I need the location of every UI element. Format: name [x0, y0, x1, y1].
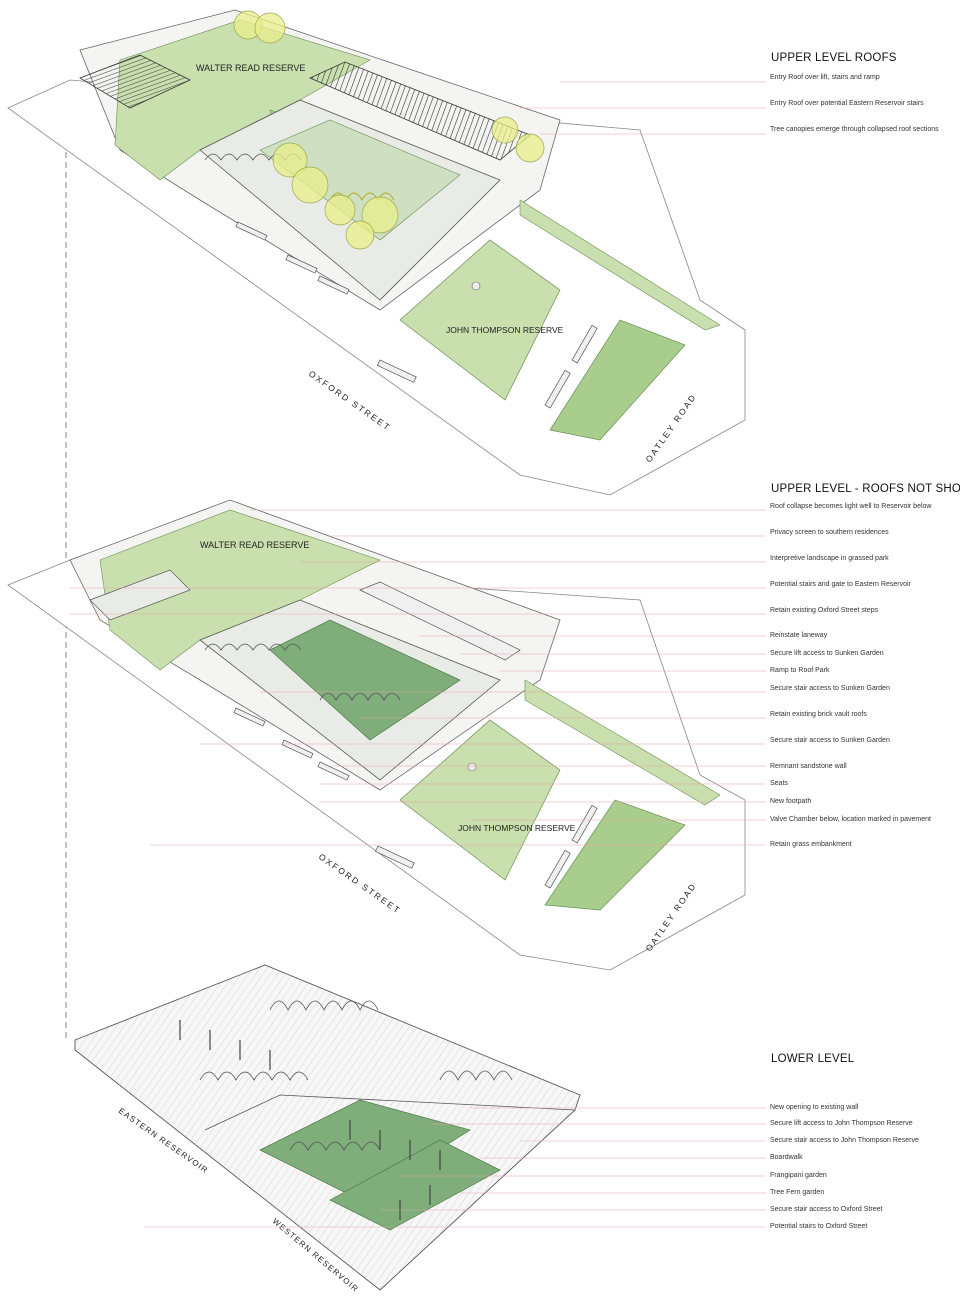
seats-1 [235, 221, 598, 409]
note-entry-roof-eastern: Entry Roof over potential Eastern Reserv… [770, 100, 924, 107]
tree-canopies [233, 10, 545, 250]
john-thompson-reserve-1 [399, 239, 561, 401]
note-seats: Seats [770, 780, 788, 787]
note-lift-sunken-garden: Secure lift access to Sunken Garden [770, 650, 884, 657]
note-stair-sunken-garden-2: Secure stair access to Sunken Garden [770, 737, 890, 744]
note-ramp-roof-park: Ramp to Roof Park [770, 667, 830, 674]
valve-marker-2 [467, 762, 477, 772]
lower-arches [199, 1000, 513, 1151]
valve-marker [471, 281, 481, 291]
embankment-strip [519, 199, 721, 331]
arches-south-2 [319, 692, 401, 701]
seats-2 [233, 707, 598, 889]
note-sandstone-wall: Remnant sandstone wall [770, 763, 847, 770]
note-lift-john-thompson: Secure lift access to John Thompson Rese… [770, 1120, 913, 1127]
note-boardwalk: Boardwalk [770, 1154, 803, 1161]
laneway [359, 581, 521, 661]
label-walter-read-reserve-2: WALTER READ RESERVE [200, 540, 309, 550]
note-roof-collapse: Roof collapse becomes light well to Rese… [770, 503, 932, 510]
frangipani-garden [259, 1099, 471, 1201]
john-thompson-reserve-2 [399, 719, 561, 881]
note-valve-chamber: Valve Chamber below, location marked in … [770, 816, 931, 823]
oatley-road-grass [549, 319, 686, 441]
entry-roof-west [79, 54, 191, 109]
sunken-garden-2 [269, 619, 461, 741]
arches-south [329, 192, 395, 202]
lower-columns [179, 1020, 441, 1220]
note-oxford-steps: Retain existing Oxford Street steps [770, 607, 879, 614]
note-potential-stairs-gate: Potential stairs and gate to Eastern Res… [770, 581, 911, 588]
label-john-thompson-reserve-1: JOHN THOMPSON RESERVE [446, 325, 564, 335]
note-brick-vault-roofs: Retain existing brick vault roofs [770, 711, 867, 718]
note-new-footpath: New footpath [770, 798, 812, 805]
note-grass-embankment: Retain grass embankment [770, 841, 852, 848]
note-tree-fern-garden: Tree Fern garden [770, 1189, 825, 1196]
panel-lower-level: EASTERN RESERVOIR WESTERN RESERVOIR [74, 964, 581, 1294]
embankment-strip-2 [524, 679, 721, 806]
heading-upper-level-no-roofs: UPPER LEVEL - ROOFS NOT SHOWN [771, 483, 960, 495]
tree-fern-garden [329, 1139, 501, 1231]
label-walter-read-reserve-1: WALTER READ RESERVE [196, 63, 305, 73]
light-well [89, 569, 191, 621]
label-john-thompson-reserve-2: JOHN THOMPSON RESERVE [458, 823, 576, 833]
note-stair-john-thompson: Secure stair access to John Thompson Res… [770, 1137, 919, 1144]
label-oxford-street-1: OXFORD STREET [307, 368, 393, 433]
note-interpretive-landscape: Interpretive landscape in grassed park [770, 555, 889, 562]
note-privacy-screen: Privacy screen to southern residences [770, 529, 889, 536]
note-entry-roof-lift: Entry Roof over lift, stairs and ramp [770, 74, 880, 81]
note-new-opening: New opening to existing wall [770, 1104, 859, 1111]
note-tree-canopies: Tree canopies emerge through collapsed r… [770, 126, 939, 133]
reservoir-divider-wall [204, 1094, 576, 1131]
heading-lower-level: LOWER LEVEL [771, 1053, 855, 1065]
note-stair-oxford-street: Secure stair access to Oxford Street [770, 1206, 883, 1213]
panel-upper-level-no-roofs: WALTER READ RESERVE JOHN THOMPSON RESERV… [7, 499, 746, 971]
note-frangipani-garden: Frangipani garden [770, 1172, 827, 1179]
leader-lines [70, 81, 766, 1228]
oatley-road-grass-2 [544, 799, 686, 911]
arches-north-2 [204, 643, 302, 651]
panel-upper-level-roofs: WALTER READ RESERVE JOHN THOMPSON RESERV… [7, 9, 746, 496]
heading-upper-level-roofs: UPPER LEVEL ROOFS [771, 52, 897, 64]
note-stair-sunken-garden-1: Secure stair access to Sunken Garden [770, 685, 890, 692]
note-potential-stairs-oxford: Potential stairs to Oxford Street [770, 1223, 868, 1230]
note-reinstate-laneway: Reinstate laneway [770, 632, 828, 639]
